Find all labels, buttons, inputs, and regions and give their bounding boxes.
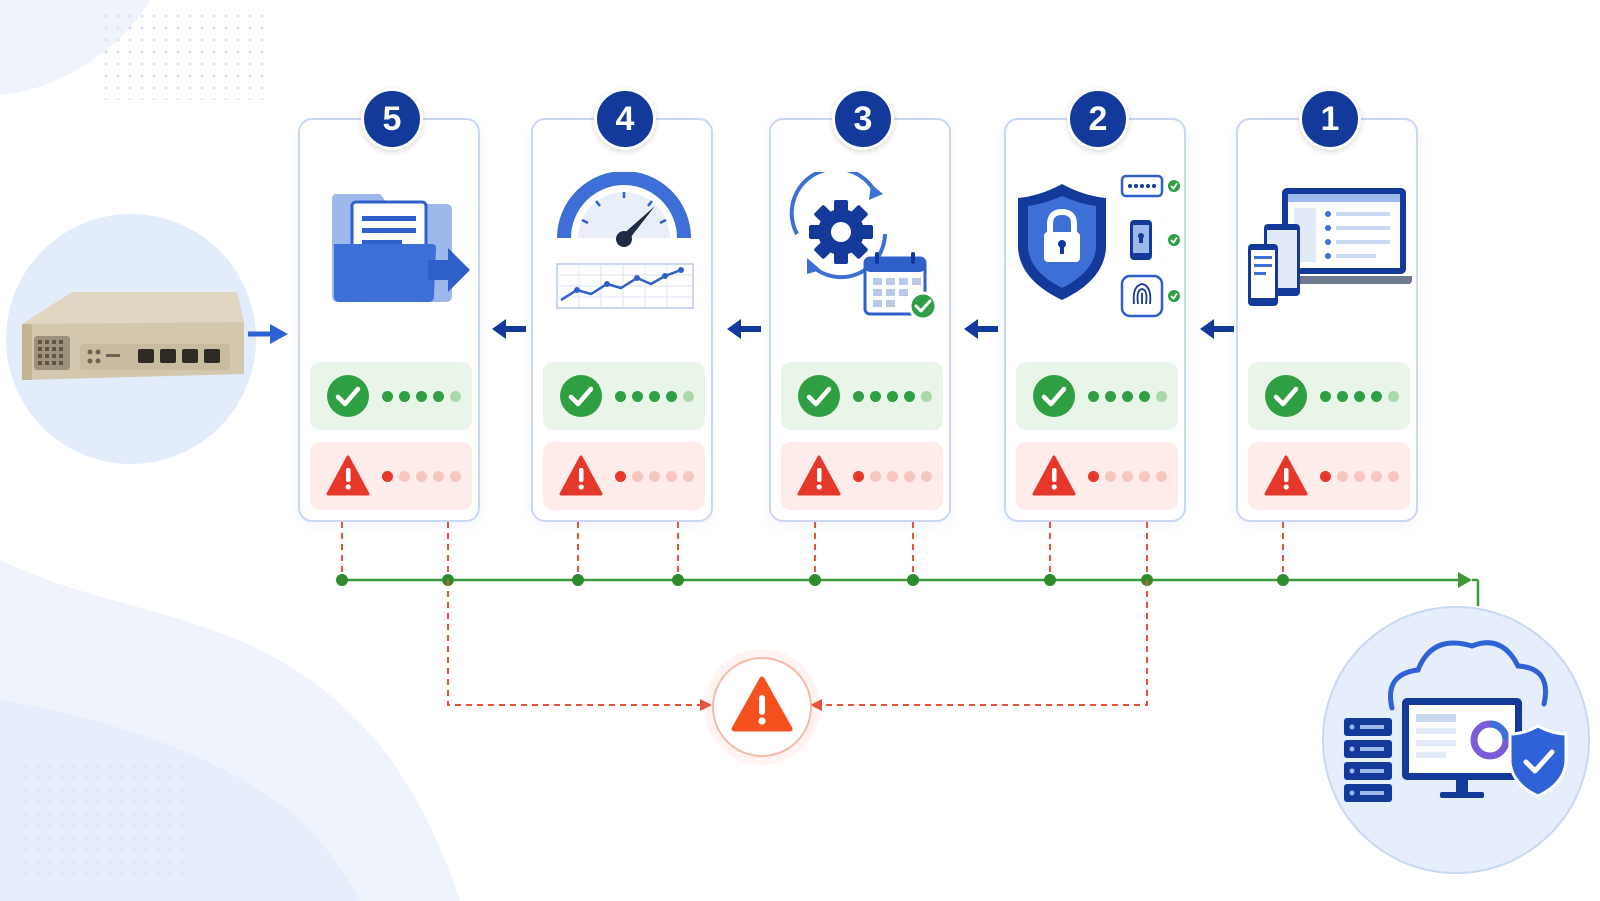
warning-triangle-icon: [731, 676, 793, 732]
stage-number-badge: 2: [1067, 88, 1129, 150]
status-ok-row: [543, 362, 705, 430]
warning-triangle-icon: [1032, 455, 1076, 496]
status-error-row: [310, 442, 472, 510]
error-level-pips: [853, 470, 932, 482]
check-circle-icon: [560, 375, 602, 417]
shield-lock-auth-icon: [1018, 174, 1180, 318]
check-circle-icon: [1265, 375, 1307, 417]
ok-level-pips: [615, 390, 694, 402]
status-error-row: [543, 442, 705, 510]
arrow-stage4-to-stage5: [492, 319, 526, 339]
status-error-row: [1248, 442, 1410, 510]
check-circle-icon: [798, 375, 840, 417]
dashed-drops: [341, 522, 1284, 580]
stage-card-4: 4: [531, 88, 713, 522]
stage-number-badge: 3: [832, 88, 894, 150]
warning-triangle-icon: [797, 455, 841, 496]
stage-card-3: 3: [769, 88, 951, 522]
gear-calendar-icon: [789, 172, 938, 321]
stage-number-badge: 1: [1299, 88, 1361, 150]
warning-triangle-icon: [326, 455, 370, 496]
arrow-device-to-stage5: [248, 324, 288, 344]
alert-path: [447, 580, 1148, 706]
error-level-pips: [1088, 470, 1167, 482]
warning-triangle-icon: [559, 455, 603, 496]
stage-number-badge: 5: [361, 88, 423, 150]
ok-level-pips: [1320, 390, 1399, 402]
stage-card-1: 1: [1236, 88, 1418, 522]
ok-level-pips: [382, 390, 461, 402]
stage-card-5: 5: [298, 88, 480, 522]
alert-node: [712, 657, 812, 757]
check-circle-icon: [327, 375, 369, 417]
stage-number-badge: 4: [594, 88, 656, 150]
cloud-server-monitor-shield-icon: [1344, 640, 1568, 802]
error-level-pips: [615, 470, 694, 482]
status-error-row: [781, 442, 943, 510]
status-ok-row: [310, 362, 472, 430]
folder-transfer-icon: [332, 194, 470, 302]
arrow-stage1-to-stage2: [1200, 319, 1234, 339]
speedometer-chart-icon: [556, 172, 694, 309]
stage-card-2: 2: [1004, 88, 1186, 522]
status-error-row: [1016, 442, 1178, 510]
status-ok-row: [781, 362, 943, 430]
ok-level-pips: [853, 390, 932, 402]
ok-level-pips: [1088, 390, 1167, 402]
warning-triangle-icon: [1264, 455, 1308, 496]
check-circle-icon: [1033, 375, 1075, 417]
network-appliance-icon: [22, 292, 244, 380]
arrow-stage3-to-stage4: [727, 319, 761, 339]
status-ok-row: [1248, 362, 1410, 430]
error-level-pips: [1320, 470, 1399, 482]
error-level-pips: [382, 470, 461, 482]
devices-icon: [1248, 188, 1412, 306]
arrow-stage2-to-stage3: [964, 319, 998, 339]
status-ok-row: [1016, 362, 1178, 430]
